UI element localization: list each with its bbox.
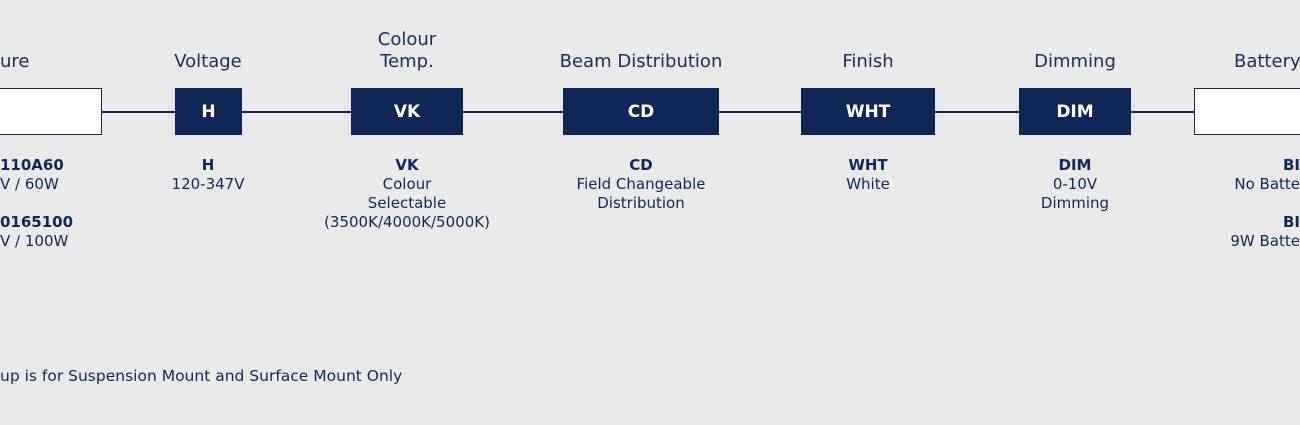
option-box-wht[interactable]: WHT <box>801 88 935 135</box>
option-item: BI 9W Batte <box>1194 213 1300 251</box>
option-desc-line: V / 100W <box>0 232 69 250</box>
option-code: 0165100 <box>0 213 74 231</box>
column-voltage: Voltage H H 120-347V <box>148 0 268 260</box>
option-list: CD Field Changeable Distribution <box>541 156 741 213</box>
option-list: DIM 0-10V Dimming <box>1000 156 1150 213</box>
option-desc-line: Dimming <box>1040 194 1110 212</box>
column-finish: Finish WHT WHT White <box>793 0 943 260</box>
column-fixture: ure 110A60 V / 60W 0165100 V / 100W <box>0 0 102 260</box>
option-desc-line: 9W Batte <box>1230 232 1300 250</box>
option-box-vk[interactable]: VK <box>351 88 463 135</box>
option-desc-line: Field Changeable <box>576 175 706 193</box>
option-box-empty[interactable] <box>1194 88 1300 135</box>
option-code: VK <box>395 156 419 174</box>
option-desc-line: No Batte <box>1234 175 1300 193</box>
column-battery: Battery BI No Batte BI 9W Batte <box>1194 0 1300 260</box>
option-desc-line: V / 60W <box>0 175 59 193</box>
column-dimming: Dimming DIM DIM 0-10V Dimming <box>1000 0 1150 260</box>
option-item: 0165100 V / 100W <box>0 213 73 251</box>
option-desc-line: White <box>846 175 890 193</box>
option-box-h[interactable]: H <box>175 88 242 135</box>
option-desc-line: 0-10V <box>1052 175 1098 193</box>
option-code: BI <box>1282 213 1300 231</box>
option-box-empty[interactable] <box>0 88 102 135</box>
option-code: WHT <box>848 156 888 174</box>
option-item: BI No Batte <box>1194 156 1300 194</box>
option-code: CD <box>629 156 653 174</box>
column-beam-distribution: Beam Distribution CD CD Field Changeable… <box>541 0 741 260</box>
option-list: H 120-347V <box>148 156 268 194</box>
option-desc-line: Distribution <box>597 194 685 212</box>
option-desc-line: Colour <box>382 175 432 193</box>
footnote: up is for Suspension Mount and Surface M… <box>0 367 403 385</box>
option-code: H <box>201 156 215 174</box>
column-header: Beam Distribution <box>559 51 723 72</box>
option-code: BI <box>1282 156 1300 174</box>
column-colour-temp: Colour Temp. VK VK Colour Selectable (35… <box>307 0 507 260</box>
option-item: 110A60 V / 60W <box>0 156 64 194</box>
column-header: Voltage <box>174 51 242 72</box>
option-code: DIM <box>1058 156 1092 174</box>
option-box-dim[interactable]: DIM <box>1019 88 1131 135</box>
option-desc-line: (3500K/4000K/5000K) <box>324 213 490 231</box>
column-header: ure <box>0 51 30 72</box>
option-desc-line: Selectable <box>367 194 447 212</box>
column-header: Colour Temp. <box>377 29 437 72</box>
option-code: 110A60 <box>0 156 64 174</box>
column-header: Finish <box>842 51 894 72</box>
column-header: Battery <box>1234 51 1300 72</box>
option-box-cd[interactable]: CD <box>563 88 719 135</box>
option-list: VK Colour Selectable (3500K/4000K/5000K) <box>307 156 507 232</box>
column-header: Dimming <box>1034 51 1116 72</box>
option-list: WHT White <box>793 156 943 194</box>
option-desc-line: 120-347V <box>171 175 245 193</box>
